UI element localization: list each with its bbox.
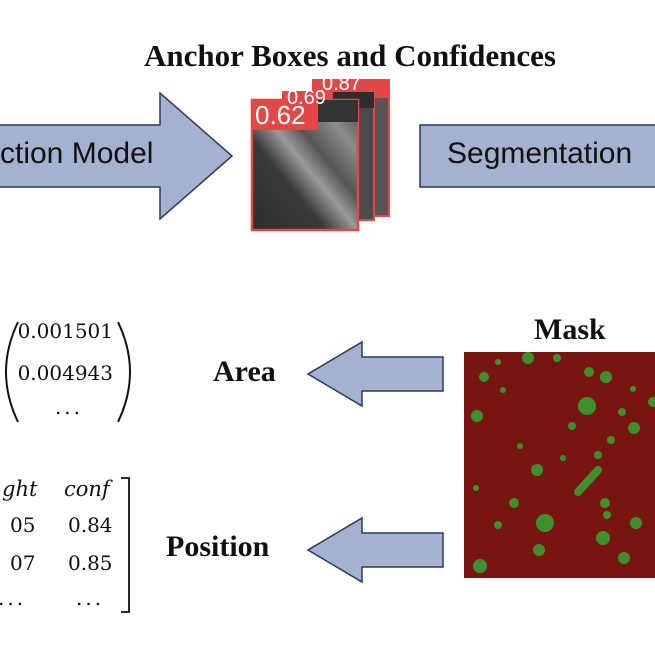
segmentation-model-label: Segmentation (447, 137, 633, 170)
mask-streak (574, 466, 602, 496)
mask-blob (630, 386, 636, 392)
position-cell-r1c1: 05 (10, 513, 36, 537)
area-vector-left-paren (5, 321, 19, 423)
mask-blob (522, 352, 534, 364)
mask-blob (473, 559, 487, 573)
position-cell-r2c1: 07 (10, 551, 36, 575)
area-value-3: ... (54, 395, 84, 419)
mask-blob (479, 372, 489, 382)
position-header-conf: conf (64, 477, 110, 501)
mask-blob (600, 498, 610, 508)
mask-blob (596, 531, 610, 545)
crop-confidence-front: 0.62 (255, 100, 306, 130)
mask-blob (509, 498, 519, 508)
position-cell-r3c2: ... (76, 586, 105, 610)
mask-blob (495, 359, 501, 365)
mask-blob (603, 511, 611, 519)
mask-blob (494, 521, 502, 529)
mask-blob (533, 544, 545, 556)
mask-blob (618, 408, 626, 416)
mask-blob (560, 455, 566, 461)
position-matrix-bracket (121, 477, 130, 613)
mask-blob (471, 410, 483, 422)
mask-label: Mask (534, 313, 606, 346)
diagram-title: Anchor Boxes and Confidences (144, 38, 556, 73)
crop-confidence-back: 0.87 (322, 76, 361, 90)
mask-blob (578, 397, 596, 415)
mask-blob (517, 443, 523, 449)
mask-blob (628, 422, 640, 434)
position-arrow (306, 516, 444, 584)
area-vector-right-paren (117, 321, 131, 423)
mask-blob (607, 436, 615, 444)
area-value-1: 0.001501 (17, 319, 113, 343)
crop-front (250, 98, 360, 232)
position-cell-r3c1: ... (0, 586, 27, 610)
position-cell-r1c2: 0.84 (68, 513, 113, 537)
detection-model-arrow (0, 91, 234, 221)
position-header-height: ght (2, 477, 38, 501)
mask-blob (473, 485, 479, 491)
position-label: Position (166, 530, 270, 563)
mask-blob (500, 387, 506, 393)
mask-blob (536, 514, 554, 532)
mask-blob (553, 354, 561, 362)
area-label: Area (213, 355, 276, 388)
mask-blob (584, 367, 594, 377)
crop-confidence-middle: 0.69 (287, 88, 326, 108)
mask-blob (568, 422, 576, 430)
detection-model-label: ction Model (0, 137, 154, 170)
segmentation-model-box (419, 124, 655, 188)
mask-blob (600, 371, 612, 383)
mask-image (464, 352, 655, 578)
mask-blobs (471, 352, 655, 573)
mask-blob (594, 451, 602, 459)
area-value-2: 0.004943 (17, 361, 113, 385)
mask-blob (648, 397, 655, 407)
mask-blob (618, 552, 630, 564)
mask-blob (531, 464, 543, 476)
mask-blob (630, 517, 642, 529)
area-arrow (306, 340, 444, 408)
position-cell-r2c2: 0.85 (68, 551, 113, 575)
